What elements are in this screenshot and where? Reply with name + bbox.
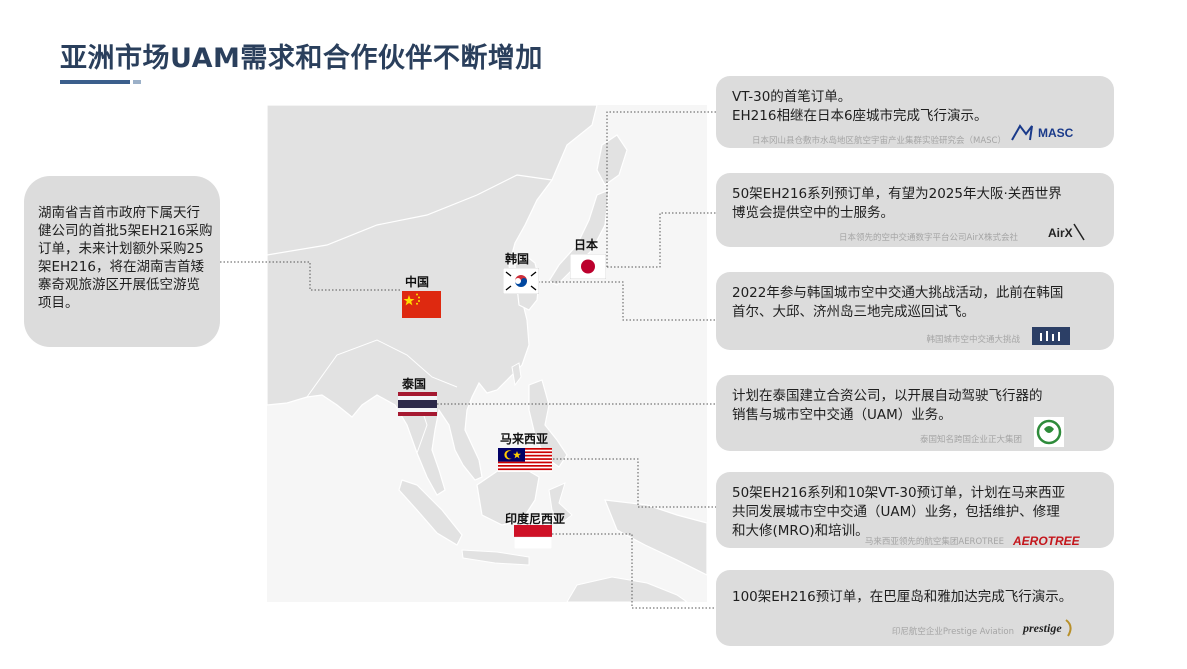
card-line: 博览会提供空中的士服务。	[732, 205, 894, 221]
prestige-logo-icon: prestige	[1022, 616, 1076, 640]
card-source-note: 泰国知名跨国企业正大集团	[919, 435, 1022, 445]
airx-logo-text: AirX	[1048, 226, 1073, 240]
card-line: 100架EH216预订单，在巴厘岛和雅加达完成飞行演示。	[732, 589, 1073, 605]
card-source-note: 日本领先的空中交通数字平台公司AirX株式会社	[839, 233, 1018, 243]
page-title: 亚洲市场UAM需求和合作伙伴不断增加	[60, 43, 543, 74]
card-korea-uam: 2022年参与韩国城市空中交通大挑战活动，此前在韩国 首尔、大邱、济州岛三地完成…	[716, 272, 1114, 350]
aerotree-logo-text: AEROTREE	[1012, 534, 1081, 547]
card-indonesia-prestige: 100架EH216预订单，在巴厘岛和雅加达完成飞行演示。 印尼航空企业Prest…	[716, 570, 1114, 646]
card-line: 和大修(MRO)和培训。	[732, 523, 869, 539]
country-label-china: 中国	[405, 275, 430, 289]
country-label-indonesia: 印度尼西亚	[505, 512, 566, 526]
airx-logo-icon: AirX	[1046, 220, 1086, 242]
card-line: EH216相继在日本6座城市完成飞行演示。	[732, 108, 988, 124]
masc-logo-icon: MASC	[1010, 122, 1102, 144]
card-source-note: 马来西亚领先的航空集团AEROTREE	[864, 537, 1004, 547]
indonesia-flag-icon	[514, 525, 552, 549]
card-source-note: 日本冈山县仓敷市水岛地区航空宇宙产业集群实验研究会（MASC）	[752, 136, 1006, 146]
card-line: 销售与城市空中交通（UAM）业务。	[732, 407, 952, 423]
card-source-note: 韩国城市空中交通大挑战	[926, 335, 1020, 345]
card-thailand-cp: 计划在泰国建立合资公司，以开展自动驾驶飞行器的 销售与城市空中交通（UAM）业务…	[716, 375, 1114, 451]
title-underline-accent	[133, 80, 141, 84]
card-source-note: 印尼航空企业Prestige Aviation	[891, 627, 1014, 637]
japan-flag-icon	[570, 254, 606, 279]
country-label-thailand: 泰国	[402, 377, 427, 391]
card-line: 50架EH216系列和10架VT-30预订单，计划在马来西亚	[732, 485, 1066, 501]
country-label-malaysia: 马来西亚	[500, 432, 549, 446]
card-line: 首尔、大邱、济州岛三地完成巡回试飞。	[732, 304, 975, 320]
jishou-order-text: 湖南省吉首市政府下属天行健公司的首批5架EH216采购订单，未来计划额外采购25…	[38, 205, 213, 311]
card-line: VT-30的首笔订单。	[732, 89, 852, 105]
thailand-flag-icon	[398, 392, 437, 416]
jishou-order-card: 湖南省吉首市政府下属天行健公司的首批5架EH216采购订单，未来计划额外采购25…	[24, 176, 220, 347]
card-line: 50架EH216系列预订单，有望为2025年大阪·关西世界	[732, 186, 1062, 202]
china-flag-icon	[402, 291, 441, 318]
card-japan-airx: 50架EH216系列预订单，有望为2025年大阪·关西世界 博览会提供空中的士服…	[716, 173, 1114, 247]
country-label-korea: 韩国	[505, 252, 530, 266]
title-underline	[60, 80, 130, 84]
country-label-japan: 日本	[574, 238, 599, 252]
card-line: 2022年参与韩国城市空中交通大挑战活动，此前在韩国	[732, 285, 1064, 301]
malaysia-flag-icon	[498, 448, 552, 472]
card-line: 计划在泰国建立合资公司，以开展自动驾驶飞行器的	[732, 388, 1043, 404]
aerotree-logo-icon: AEROTREE	[1012, 532, 1092, 548]
korea-flag-icon	[503, 268, 539, 294]
masc-logo-text: MASC	[1038, 126, 1074, 140]
card-line: 共同发展城市空中交通（UAM）业务，包括维护、修理	[732, 504, 1060, 520]
prestige-logo-text: prestige	[1022, 621, 1062, 635]
cp-group-logo-icon	[1034, 417, 1064, 447]
korea-uam-logo-icon	[1032, 327, 1070, 345]
card-japan-masc: VT-30的首笔订单。 EH216相继在日本6座城市完成飞行演示。 日本冈山县仓…	[716, 76, 1114, 148]
card-malaysia-aerotree: 50架EH216系列和10架VT-30预订单，计划在马来西亚 共同发展城市空中交…	[716, 472, 1114, 548]
